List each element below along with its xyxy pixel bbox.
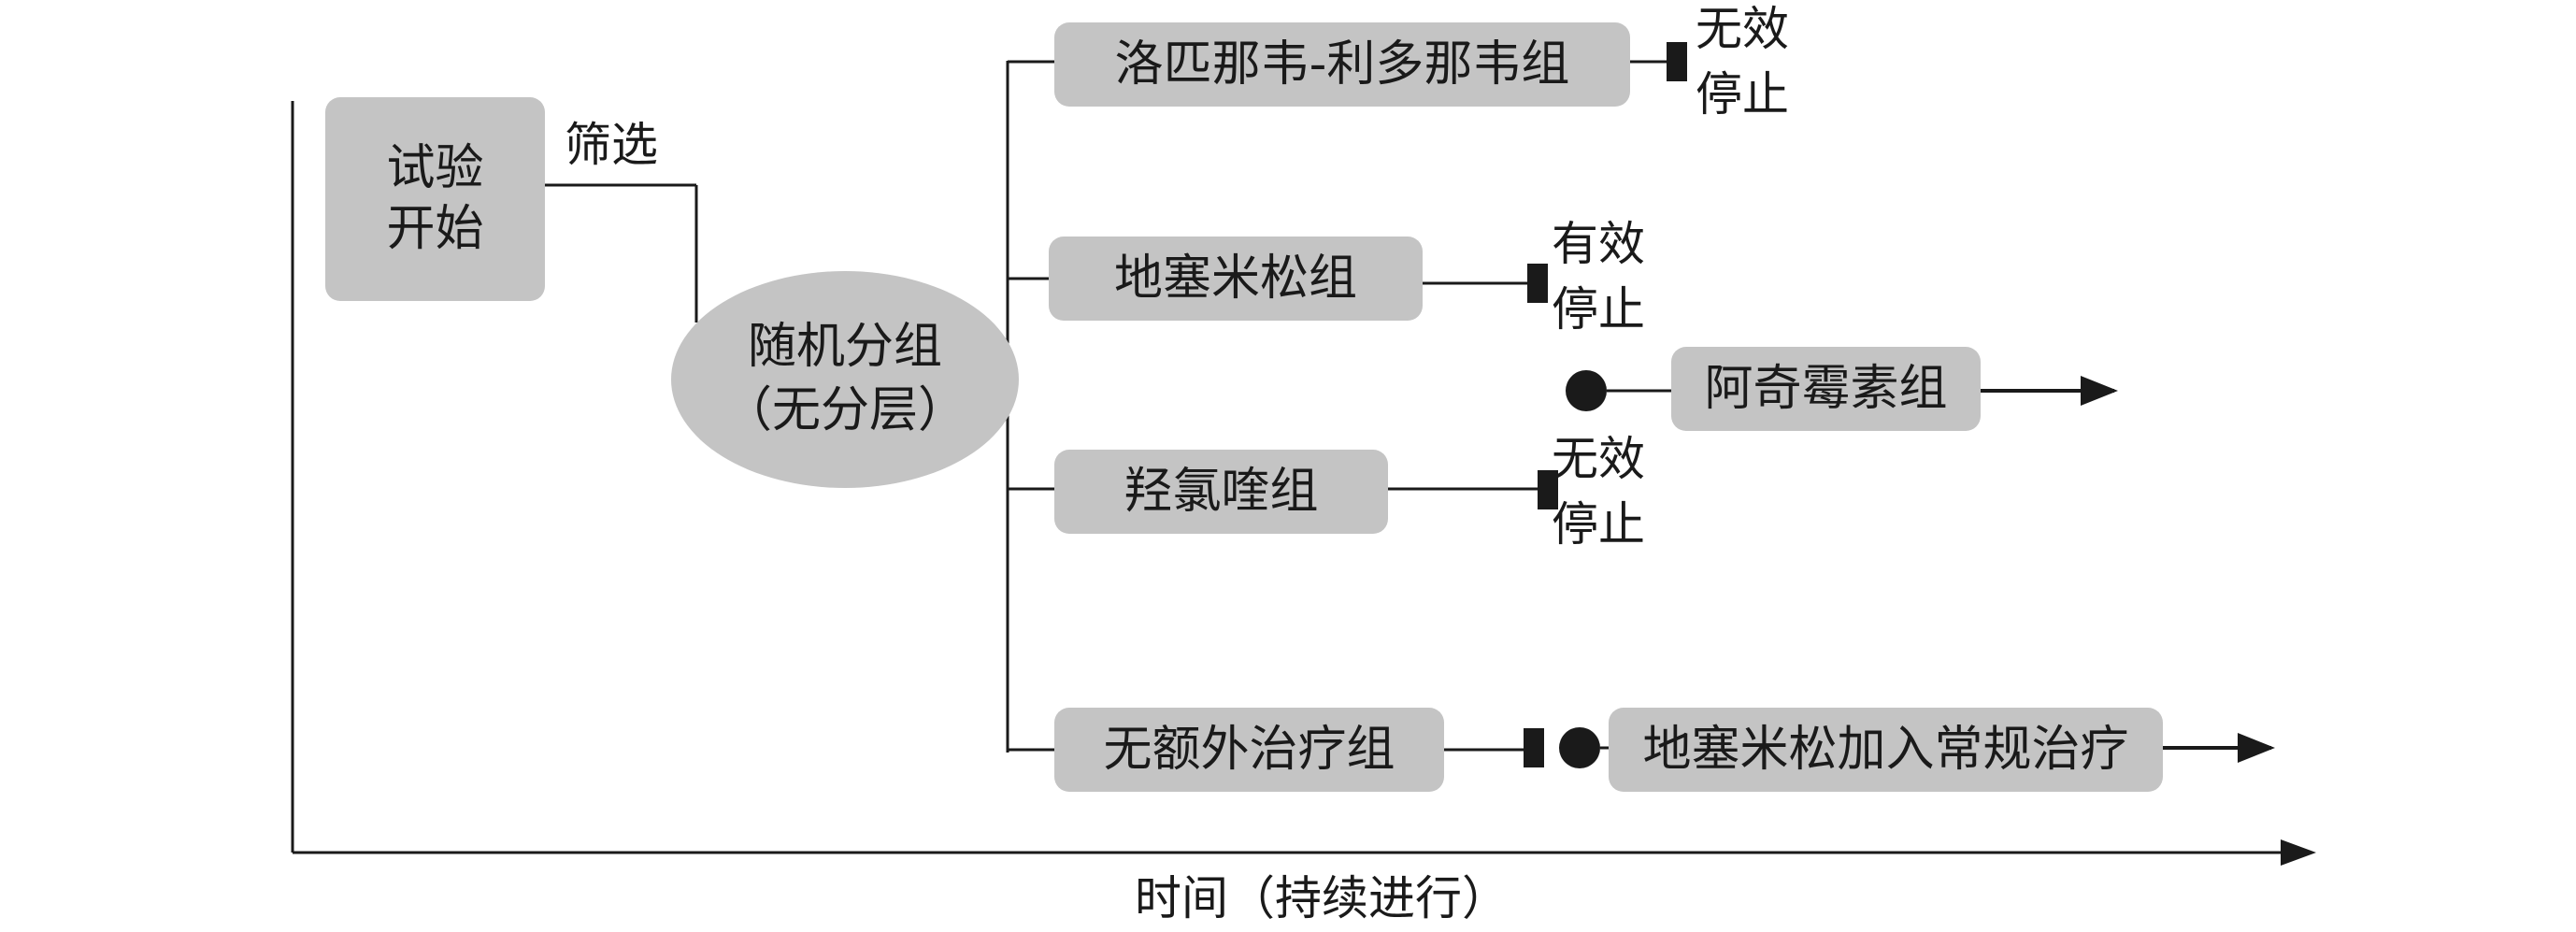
trial-start-line1: 试验 (386, 140, 484, 196)
arm-1-label: 洛匹那韦-利多那韦组 (1114, 36, 1570, 93)
trial-start-node: 试验 开始 (325, 97, 545, 301)
arm-1-outcome: 无效 停止 (1696, 6, 1789, 118)
randomization-line2: （无分层） (723, 382, 966, 438)
arm-box-lopinavir-ritonavir: 洛匹那韦-利多那韦组 (1054, 22, 1630, 107)
azithromycin-start-marker (1566, 370, 1607, 411)
randomization-line1: 随机分组 (747, 319, 942, 376)
screening-label: 筛选 (565, 118, 658, 172)
arm-box-hydroxychloroquine: 羟氯喹组 (1054, 450, 1388, 534)
arm-3-label: 羟氯喹组 (1123, 463, 1319, 520)
arm-3-outcome-line1: 无效 (1552, 432, 1645, 486)
randomization-node: 随机分组 （无分层） (671, 271, 1019, 488)
arm-2-label: 地塞米松组 (1113, 250, 1357, 307)
new-arm-box-azithromycin: 阿奇霉素组 (1671, 347, 1981, 431)
arm-box-dexamethasone: 地塞米松组 (1049, 237, 1423, 321)
arm-4-stop-marker (1524, 728, 1544, 767)
arm-1-outcome-line1: 无效 (1696, 2, 1789, 56)
arm-1-outcome-line2: 停止 (1696, 67, 1789, 122)
trial-start-line2: 开始 (386, 201, 484, 257)
arm-3-outcome-line2: 停止 (1552, 497, 1645, 552)
arm-3-outcome: 无效 停止 (1552, 436, 1645, 548)
arm-3-stop-marker (1538, 470, 1558, 509)
arm-box-no-additional-treatment: 无额外治疗组 (1054, 708, 1444, 792)
new-arm-2-label: 地塞米松加入常规治疗 (1642, 721, 2129, 778)
arm-2-stop-marker (1527, 264, 1548, 303)
new-arm-1-label: 阿奇霉素组 (1704, 360, 1948, 417)
dexamethasone-standard-start-marker (1559, 727, 1600, 768)
new-arm-box-dexamethasone-standard-care: 地塞米松加入常规治疗 (1609, 708, 2163, 792)
arm-2-outcome: 有效 停止 (1552, 221, 1645, 333)
arm-2-outcome-line2: 停止 (1552, 282, 1645, 337)
arm-1-stop-marker (1667, 42, 1687, 81)
arm-4-label: 无额外治疗组 (1103, 721, 1395, 778)
time-axis-label: 时间（持续进行） (1135, 871, 1509, 925)
arm-2-outcome-line1: 有效 (1552, 217, 1645, 271)
time-axis-arrowhead (2281, 839, 2316, 866)
